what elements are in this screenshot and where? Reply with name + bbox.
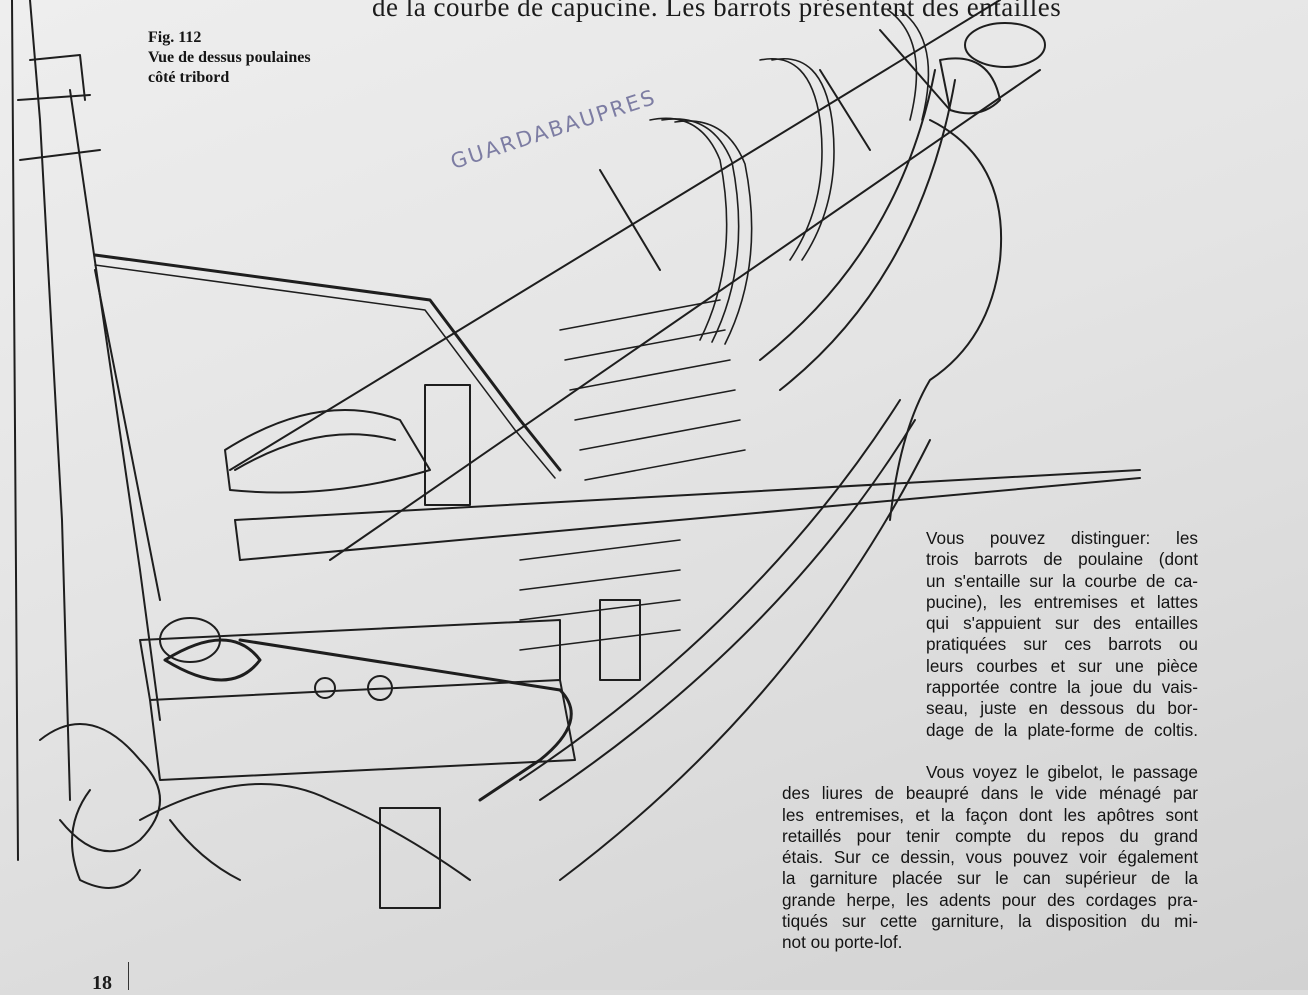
text-line: pratiquées sur ces barrots ou: [926, 634, 1198, 655]
text-line: rapportée contre la joue du vais-: [926, 677, 1198, 698]
gammoning-lashing: [649, 9, 930, 345]
cathead: [149, 679, 576, 781]
text-line: dage de la plate-forme de coltis.: [926, 719, 1198, 740]
head-rail: [759, 69, 936, 361]
page-number: 18: [92, 972, 112, 994]
text-column-wide: Vous voyez le gibelot, le passage des li…: [782, 762, 1198, 954]
rope-line: [238, 638, 573, 802]
figure-label: Fig. 112: [148, 29, 202, 46]
text-line: un s'entaille sur la courbe de ca-: [926, 570, 1198, 591]
text-line: grande herpe, les adents pour des cordag…: [782, 889, 1198, 910]
text-line: Vous voyez le gibelot, le passage: [926, 762, 1198, 782]
text-line: qui s'appuient sur des entailles: [926, 613, 1198, 634]
caption-line-1: Vue de dessus poulaines: [148, 49, 311, 66]
left-frame: [11, 0, 19, 861]
text-line: seau, juste en dessous du bor-: [926, 698, 1198, 719]
text-line: des liures de beaupré dans le vide ménag…: [782, 783, 1198, 804]
headrail-beam: [234, 469, 1141, 521]
figurehead: [889, 119, 1003, 521]
bowsprit-base: [224, 409, 431, 494]
headrail-gratings: [519, 299, 746, 651]
text-line: not ou porte-lof.: [782, 932, 903, 953]
figure-caption: Fig. 112 Vue de dessus poulaines côté tr…: [148, 28, 311, 88]
text-line: leurs courbes et sur une pièce: [926, 655, 1198, 676]
continued-paragraph: de la courbe de capucine. Les barrots pr…: [372, 0, 1062, 22]
text-line: retaillés pour tenir compte du repos du …: [782, 825, 1198, 846]
margin-rule: [128, 962, 129, 990]
text-line: pucine), les entremises et lattes: [926, 591, 1198, 612]
bowsprit: [229, 0, 1001, 471]
text-line: étais. Sur ce dessin, vous pouvez voir é…: [782, 847, 1198, 868]
text-line: les entremises, et la façon dont les apô…: [782, 804, 1198, 825]
text-line: trois barrots de poulaine (dont: [926, 549, 1198, 570]
text-line: Vous pouvez distinguer: les: [926, 528, 1198, 548]
text-column-right: Vous pouvez distinguer: les trois barrot…: [926, 528, 1198, 741]
text-line: tiqués sur cette garniture, la dispositi…: [782, 911, 1198, 932]
carved-scrollwork: [39, 723, 161, 853]
caption-line-2: côté tribord: [148, 69, 230, 86]
text-line: la garniture placée sur le can supérieur…: [782, 868, 1198, 889]
